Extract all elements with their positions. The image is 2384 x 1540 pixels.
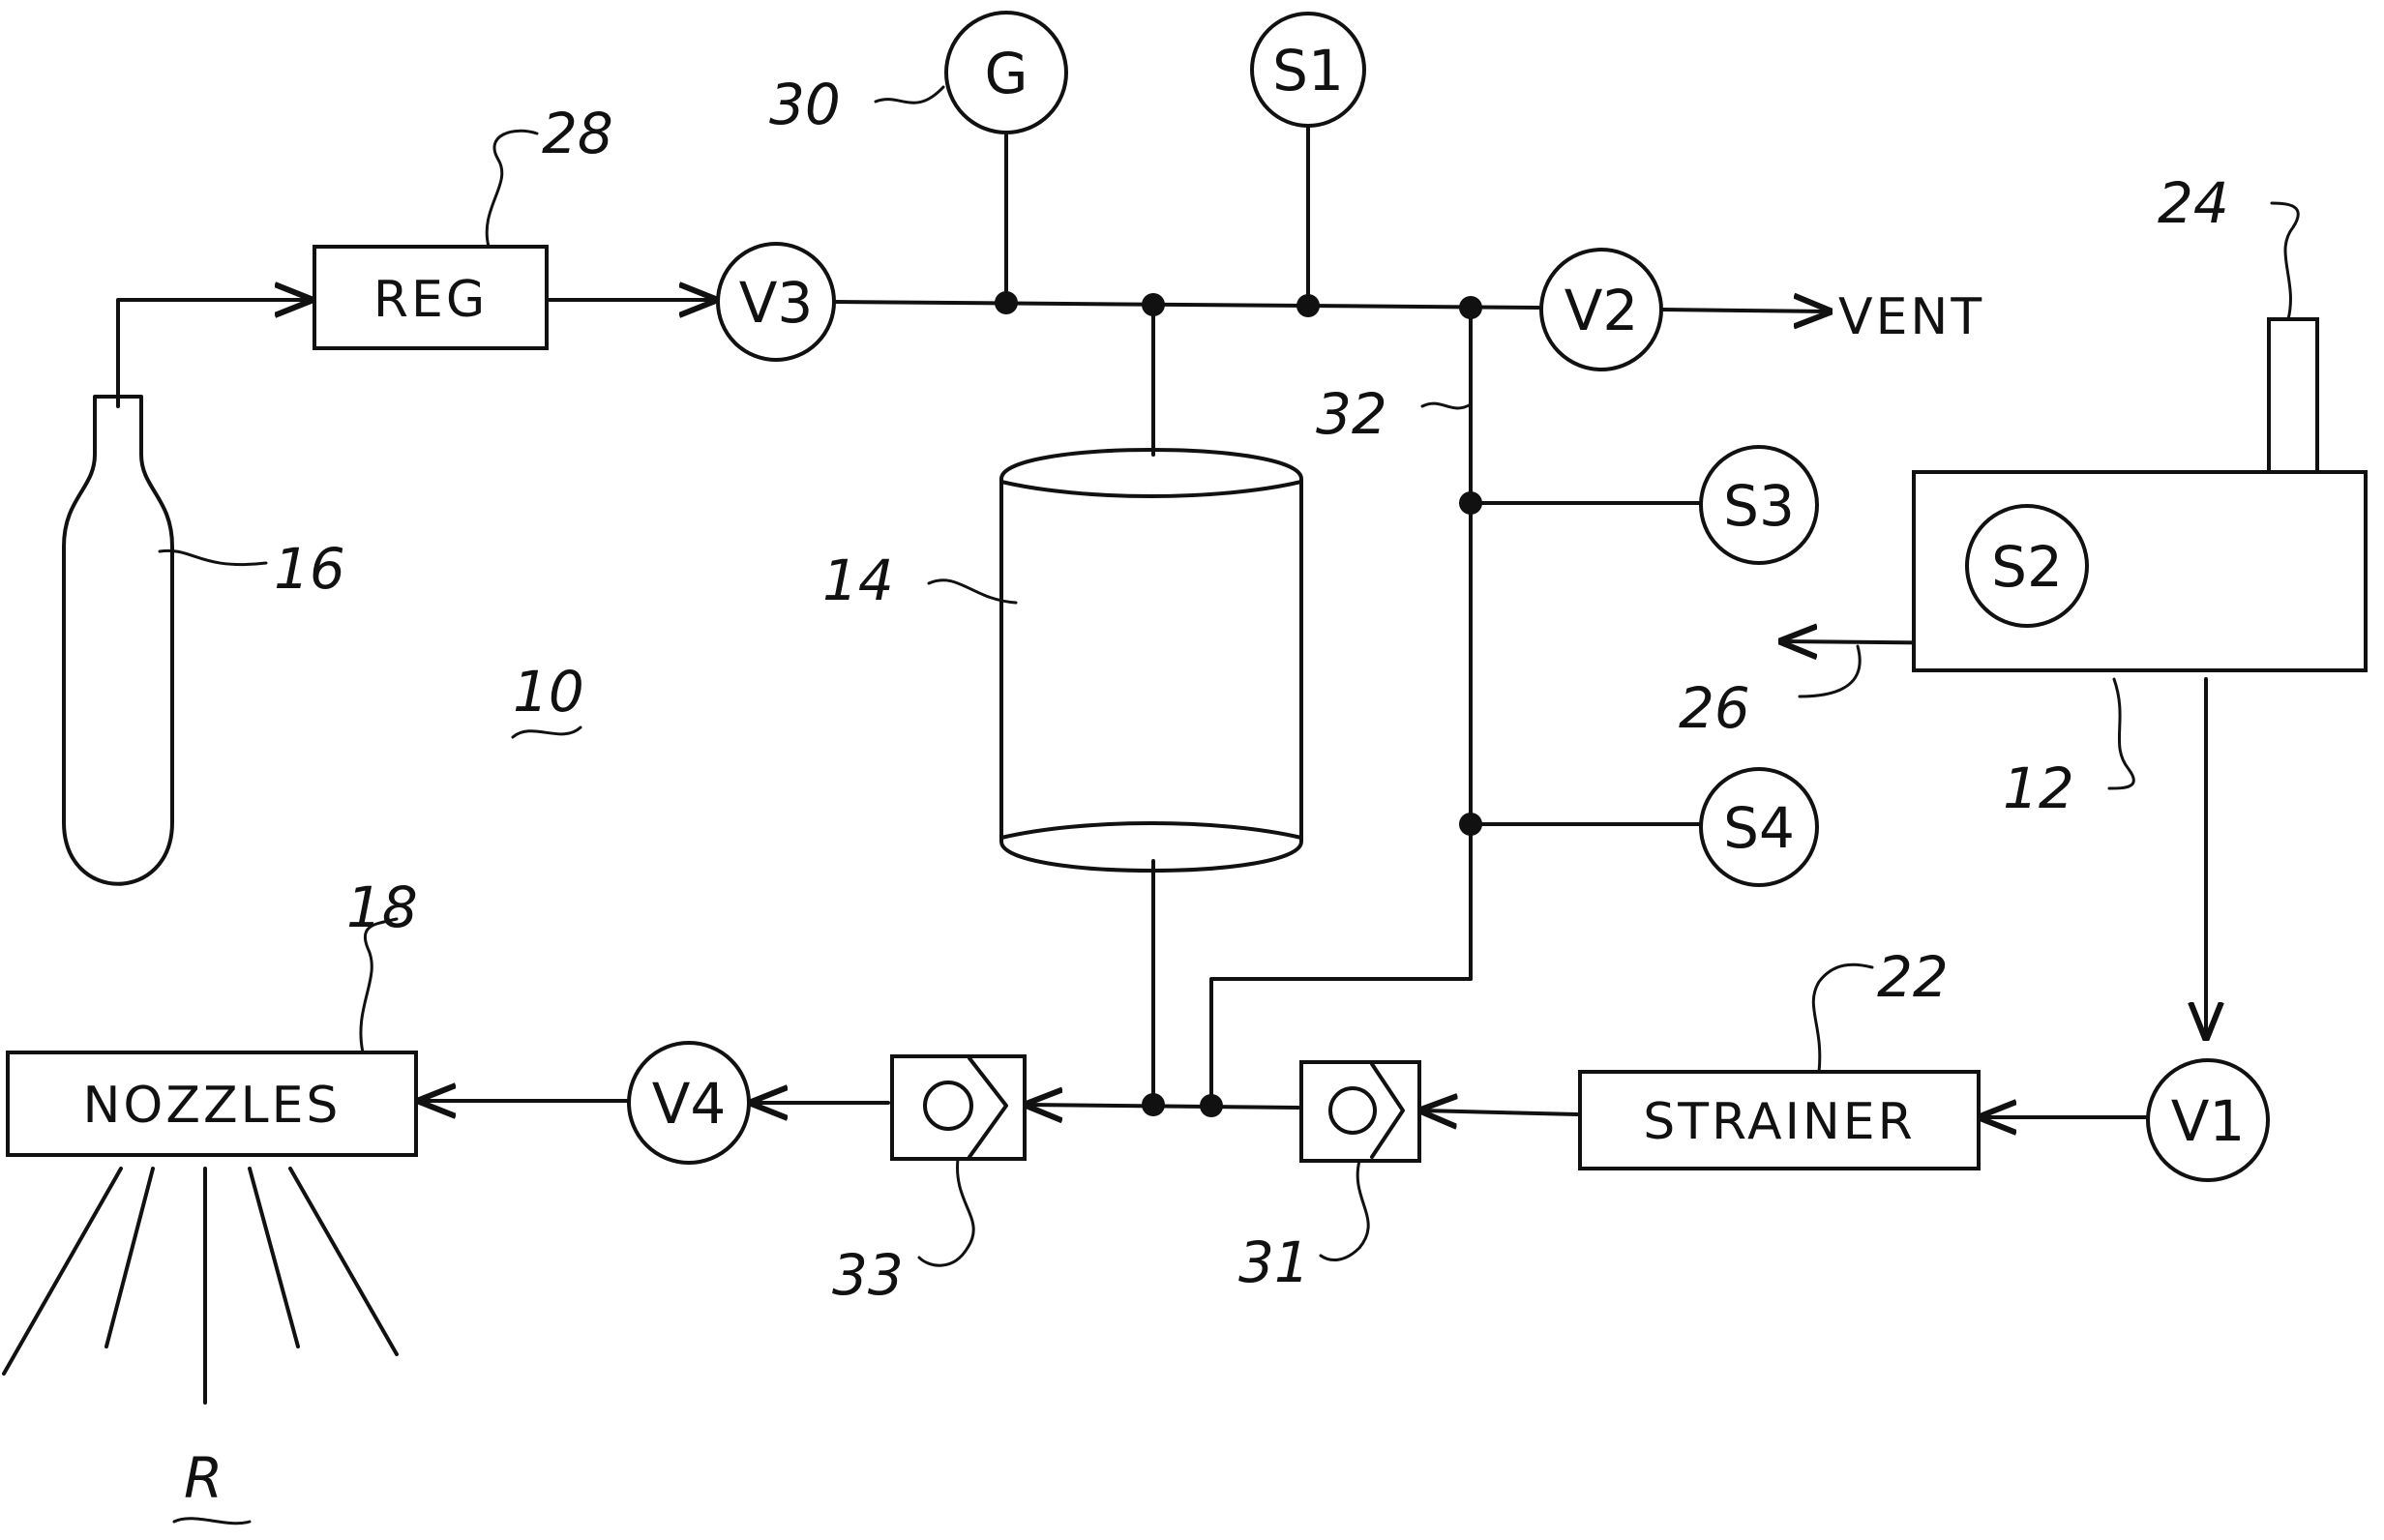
gauge-label: G [985,41,1028,106]
valve-v2-label: V2 [1564,278,1639,343]
junction-node [995,291,1018,314]
ref-10: 10 [513,659,584,725]
ref-28: 28 [542,101,613,166]
valve-v1: V1 [2148,1060,2268,1180]
reservoir [1914,319,2366,670]
gauge: G [946,13,1066,133]
gas-cylinder [64,397,172,884]
ref-22: 22 [1877,944,1949,1010]
ref-26: 26 [1679,675,1750,741]
ref-33: 33 [832,1242,904,1308]
ref-32: 32 [1316,381,1387,447]
ref-r: R [184,1445,223,1511]
valve-v3-label: V3 [739,270,814,336]
valve-v1-label: V1 [2171,1088,2246,1154]
valve-v2: V2 [1541,250,1661,370]
junction-node [1459,491,1482,515]
junction-nodes [995,291,1482,1117]
strainer: STRAINER [1580,1072,1979,1169]
tank [1001,450,1301,871]
regulator-label: REG [373,271,488,329]
valve-v4-label: V4 [652,1071,727,1137]
sensor-s3: S3 [1701,447,1817,563]
junction-node [1459,296,1482,319]
sensor-s1: S1 [1252,14,1364,126]
sensor-s2: S2 [1967,506,2087,626]
sensor-s3-label: S3 [1723,473,1795,539]
ref-31: 31 [1238,1229,1310,1295]
sensor-s2-label: S2 [1991,534,2063,600]
junction-node [1142,1093,1165,1116]
strainer-label: STRAINER [1643,1093,1916,1151]
junction-node [1296,294,1320,317]
sensor-s4: S4 [1701,769,1817,885]
nozzles-label: NOZZLES [83,1077,342,1135]
ref-16: 16 [274,536,345,602]
vent-label: VENT [1838,288,1984,346]
check-valve-33 [892,1056,1025,1159]
nozzles: NOZZLES [8,1052,416,1155]
ref-24: 24 [2158,170,2229,236]
junction-node [1142,293,1165,316]
valve-v4: V4 [629,1043,749,1163]
ref-12: 12 [2003,755,2074,821]
junction-node [1459,813,1482,836]
sensor-s1-label: S1 [1272,38,1344,104]
junction-node [1200,1094,1223,1117]
ref-18: 18 [346,874,418,940]
valve-v3: V3 [718,244,834,360]
check-valve-31 [1301,1062,1419,1161]
regulator: REG [314,247,547,348]
ref-30: 30 [769,72,841,137]
sensor-s4-label: S4 [1723,795,1795,861]
ref-14: 14 [822,548,894,613]
